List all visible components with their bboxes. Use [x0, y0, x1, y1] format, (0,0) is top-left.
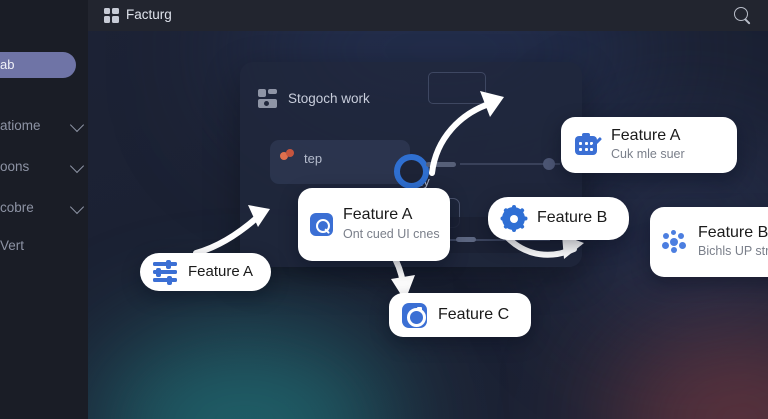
- panel-title: Stogoch work: [288, 91, 370, 106]
- sidebar-item-active-label: ab: [0, 57, 15, 72]
- card-title: Feature C: [438, 305, 510, 323]
- panel-sub-card[interactable]: tep: [270, 140, 410, 184]
- card-feature-c[interactable]: Feature C: [389, 293, 532, 337]
- card-title: Feature A: [343, 206, 413, 224]
- node-endpoint-icon: [543, 158, 555, 170]
- sidebar-item-active[interactable]: ab: [0, 52, 76, 78]
- card-title: Feature B: [698, 223, 768, 241]
- search-icon: [310, 213, 333, 236]
- sidebar-item-cobre[interactable]: cobre: [0, 199, 88, 218]
- node-connector-icon: [394, 154, 429, 189]
- card-subtitle: Bichls UP strer rouels: [698, 244, 768, 259]
- panel-widget-box: [428, 72, 486, 104]
- panel-bar: [426, 162, 456, 167]
- card-title: Feature A: [188, 263, 254, 281]
- card-feature-a-top[interactable]: Feature A Cuk mle suer: [561, 117, 737, 173]
- card-title: Feature B: [537, 209, 608, 227]
- grid-icon: [104, 8, 119, 23]
- card-feature-a-description[interactable]: Feature A Ont cued UI cnes: [298, 188, 450, 261]
- card-subtitle: Cuk mle suer: [611, 147, 685, 162]
- gear-icon: [500, 205, 527, 232]
- sidebar-item-oons[interactable]: oons: [0, 158, 88, 177]
- sidebar: 0 ab atiome oons cobre Vert: [0, 0, 88, 419]
- tune-icon: [152, 260, 178, 285]
- sidebar-item-label: atiome: [0, 118, 41, 133]
- panel-sub-card-label: tep: [304, 151, 323, 166]
- chevron-down-icon: [69, 158, 85, 174]
- card-title: Feature A: [611, 126, 681, 144]
- panel-header: Stogoch work: [258, 89, 370, 108]
- sidebar-item-label: Vert: [0, 238, 25, 253]
- sidebar-item-label: oons: [0, 159, 30, 174]
- panel-connector-line: [460, 163, 560, 165]
- camera-icon: [402, 302, 427, 328]
- status-dot-icon: [286, 149, 294, 157]
- card-subtitle: Ont cued UI cnes: [343, 226, 440, 241]
- card-feature-b-pill[interactable]: Feature B: [488, 197, 630, 240]
- app-logo[interactable]: 0: [0, 6, 2, 37]
- card-feature-a-pill[interactable]: Feature A: [140, 253, 272, 291]
- calendar-edit-icon: [574, 133, 603, 157]
- chevron-down-icon: [69, 199, 85, 215]
- search-icon[interactable]: [733, 6, 752, 25]
- chevron-down-icon: [69, 117, 85, 133]
- top-bar: Facturg: [88, 0, 768, 31]
- status-dot-icon: [280, 152, 288, 160]
- sidebar-item-atiome[interactable]: atiome: [0, 117, 88, 136]
- main-canvas: Stogoch work tep ny: [88, 31, 768, 419]
- page-title: Facturg: [126, 7, 172, 22]
- card-feature-b-description[interactable]: Feature B Bichls UP strer rouels: [650, 207, 768, 277]
- hub-icon: [662, 230, 688, 254]
- dashboard-icon: [258, 89, 277, 108]
- sidebar-item-label: cobre: [0, 200, 34, 215]
